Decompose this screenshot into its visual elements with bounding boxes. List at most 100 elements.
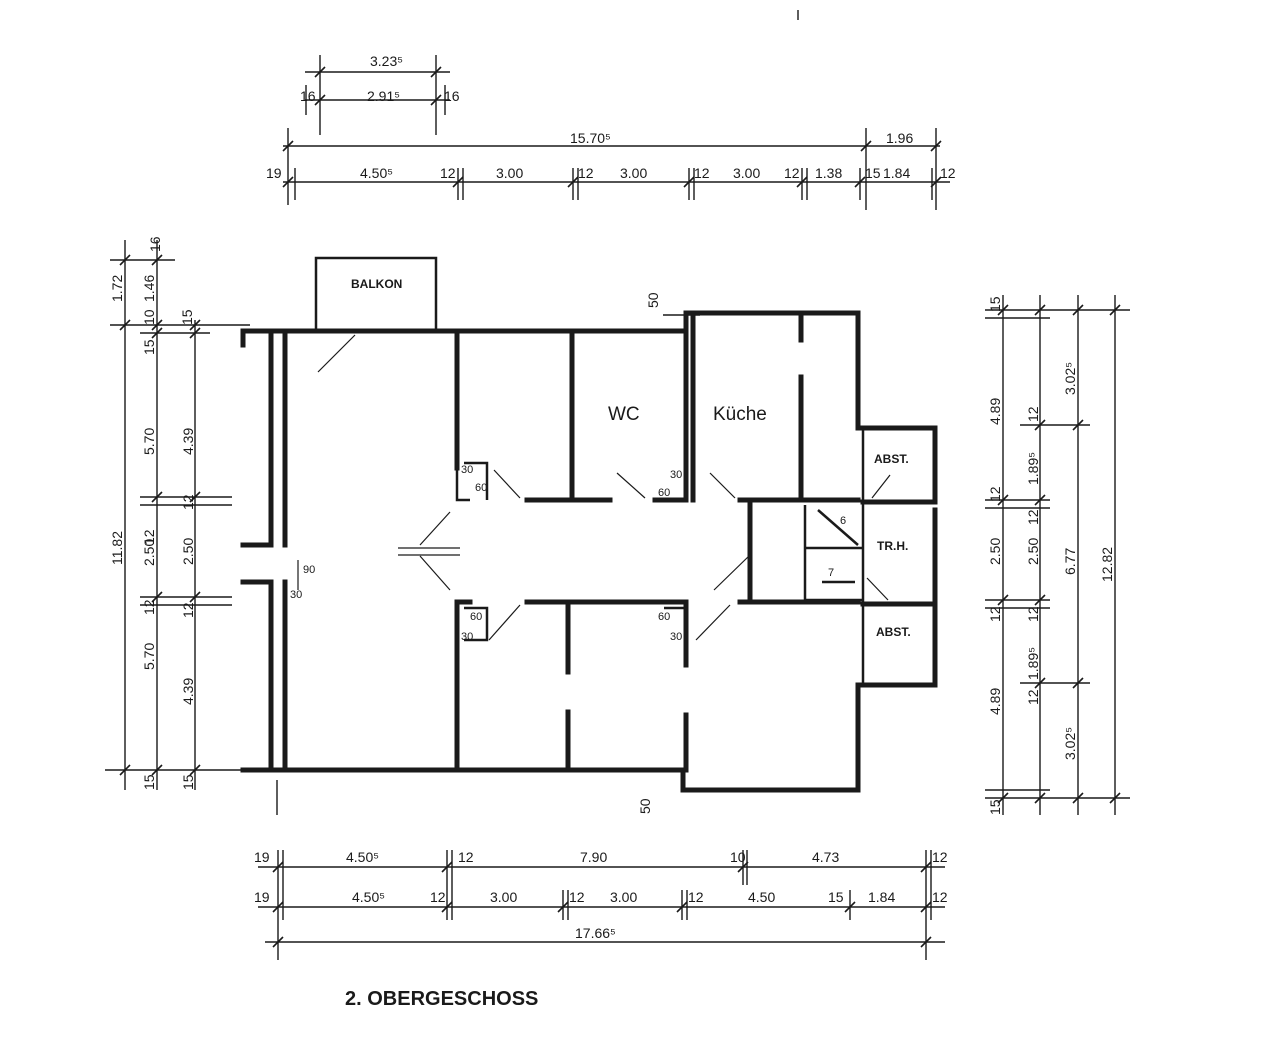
right-dimensions: 15 4.89 12 2.50 12 4.89 15 12 1.89⁵ 12 2…: [985, 295, 1130, 815]
stair-number-upper: 6: [840, 515, 846, 527]
opening-stair-30: 30: [290, 589, 302, 601]
dim-right-inner-2: 12: [987, 486, 1003, 502]
dim-right-inner-1: 4.89: [987, 398, 1003, 425]
dim-right-middle-1: 1.89⁵: [1025, 452, 1041, 485]
dim-top-right-overall: 1.96: [886, 130, 913, 146]
opening-room5-30: 30: [670, 631, 682, 643]
dim-balcony-overall: 3.23⁵: [370, 53, 403, 69]
dim-top-row-2: 12: [440, 165, 456, 181]
dim-balcony-right: 16: [444, 88, 460, 104]
dim-right-middle-3: 2.50: [1025, 538, 1041, 565]
room-label-abst-top: ABST.: [874, 452, 909, 466]
dim-left-inner-0: 4.39: [180, 428, 196, 455]
bottom-dimensions: 19 4.50⁵ 12 7.90 10 4.73 12 19 4.50⁵ 12 …: [254, 849, 948, 960]
dim-left-inner-3: 12: [141, 599, 157, 615]
dim-bottom-row1-4: 10: [730, 849, 746, 865]
dim-top-row-3: 3.00: [496, 165, 523, 181]
dim-bottom-row1-2: 12: [458, 849, 474, 865]
dim-left-top-5: 15: [141, 339, 157, 355]
dim-right-middle-6: 12: [1025, 689, 1041, 705]
dim-left-middle-3: 12: [180, 602, 196, 618]
dim-right-middle-2: 12: [1025, 509, 1041, 525]
door-swings: [297, 334, 891, 641]
dim-bottom-overall: 17.66⁵: [575, 925, 616, 941]
dim-left-top-2: 1.46: [141, 275, 157, 302]
dim-left-top-4: 15: [179, 309, 195, 325]
top-balcony-dimensions: 3.23⁵ 16 2.91⁵ 16: [300, 53, 460, 135]
opening-room2-30: 30: [461, 464, 473, 476]
room-labels: BALKON WC Küche ABST. TR.H. ABST. 6 7: [351, 277, 911, 639]
dim-bottom-row2-5: 3.00: [610, 889, 637, 905]
dim-right-inner-3: 2.50: [987, 538, 1003, 565]
drawing-title: 2. OBERGESCHOSS: [345, 988, 538, 1010]
dim-balcony-left: 16: [300, 88, 316, 104]
dim-left-top-3: 10: [141, 309, 157, 325]
dim-bottom-row2-0: 19: [254, 889, 270, 905]
walls: [240, 256, 938, 793]
dim-top-row-12: 12: [940, 165, 956, 181]
dim-right-inner-0: 15: [987, 296, 1003, 312]
dim-top-row-10: 15: [865, 165, 881, 181]
room-label-stair: TR.H.: [877, 539, 908, 553]
dim-bottom-row2-9: 1.84: [868, 889, 895, 905]
dim-bottom-row2-2: 12: [430, 889, 446, 905]
dim-bottom-row1-6: 12: [932, 849, 948, 865]
dim-right-middle-4: 12: [1025, 606, 1041, 622]
opening-wc-30: 30: [670, 469, 682, 481]
dim-bottom-row2-4: 12: [569, 889, 585, 905]
dim-bottom-row1-1: 4.50⁵: [346, 849, 379, 865]
room-label-wc: WC: [608, 404, 640, 425]
dim-right-outer-0: 3.02⁵: [1062, 362, 1078, 395]
dim-top-row-0: 19: [266, 165, 282, 181]
dim-top-row-4: 12: [578, 165, 594, 181]
dim-right-inner-4: 12: [987, 606, 1003, 622]
dim-left-inner-5: 15: [180, 774, 196, 790]
room-label-abst-bottom: ABST.: [876, 625, 911, 639]
dim-bottom-row2-8: 15: [828, 889, 844, 905]
dim-left-inner-4: 4.39: [180, 678, 196, 705]
notch-dimensions: 50 50: [637, 292, 700, 814]
room-label-kitchen: Küche: [713, 404, 767, 425]
dim-bottom-row1-3: 7.90: [580, 849, 607, 865]
top-overall-dimensions: 15.70⁵ 1.96: [282, 128, 950, 210]
top-row-dimensions: 19 4.50⁵ 12 3.00 12 3.00 12 3.00 12 1.38…: [266, 165, 956, 200]
opening-labels: 30 60 30 60 60 30 60 30 90 30: [290, 464, 682, 643]
dim-left-top-1: 1.72: [109, 275, 125, 302]
dim-bottom-row2-1: 4.50⁵: [352, 889, 385, 905]
dim-bottom-row2-6: 12: [688, 889, 704, 905]
opening-room4-60: 60: [470, 611, 482, 623]
dim-left-middle-5: 15: [141, 774, 157, 790]
opening-room5-60: 60: [658, 611, 670, 623]
opening-wc-60: 60: [658, 487, 670, 499]
dim-top-row-7: 3.00: [733, 165, 760, 181]
dim-right-inner-5: 4.89: [987, 688, 1003, 715]
dim-left-top-0: 16: [147, 236, 163, 252]
dim-left-middle-2: 2.50: [180, 538, 196, 565]
dim-top-row-1: 4.50⁵: [360, 165, 393, 181]
dim-bottom-row1-0: 19: [254, 849, 270, 865]
dim-top-row-5: 3.00: [620, 165, 647, 181]
dim-right-inner-6: 15: [987, 799, 1003, 815]
dim-balcony-inner: 2.91⁵: [367, 88, 400, 104]
dim-bottom-row2-3: 3.00: [490, 889, 517, 905]
dim-top-notch: 50: [645, 292, 661, 308]
dim-top-overall: 15.70⁵: [570, 130, 611, 146]
dim-left-middle-0: 5.70: [141, 428, 157, 455]
dim-right-middle-0: 12: [1025, 406, 1041, 422]
dim-top-row-6: 12: [694, 165, 710, 181]
dim-left-inner-2: 2.50: [141, 539, 157, 566]
dim-bottom-notch: 50: [637, 798, 653, 814]
dim-left-outer-0: 11.82: [109, 531, 125, 565]
dim-bottom-row2-10: 12: [932, 889, 948, 905]
dim-right-middle-5: 1.89⁵: [1025, 647, 1041, 680]
opening-room2-60: 60: [475, 482, 487, 494]
dim-right-overall: 12.82: [1099, 547, 1115, 582]
dim-left-middle-1: 12: [141, 529, 157, 545]
dim-top-row-11: 1.84: [883, 165, 910, 181]
dim-right-outer-2: 3.02⁵: [1062, 727, 1078, 760]
room-label-balcony: BALKON: [351, 277, 402, 291]
dim-left-inner-1: 12: [180, 494, 196, 510]
dim-top-row-8: 12: [784, 165, 800, 181]
opening-stair-90: 90: [303, 564, 315, 576]
